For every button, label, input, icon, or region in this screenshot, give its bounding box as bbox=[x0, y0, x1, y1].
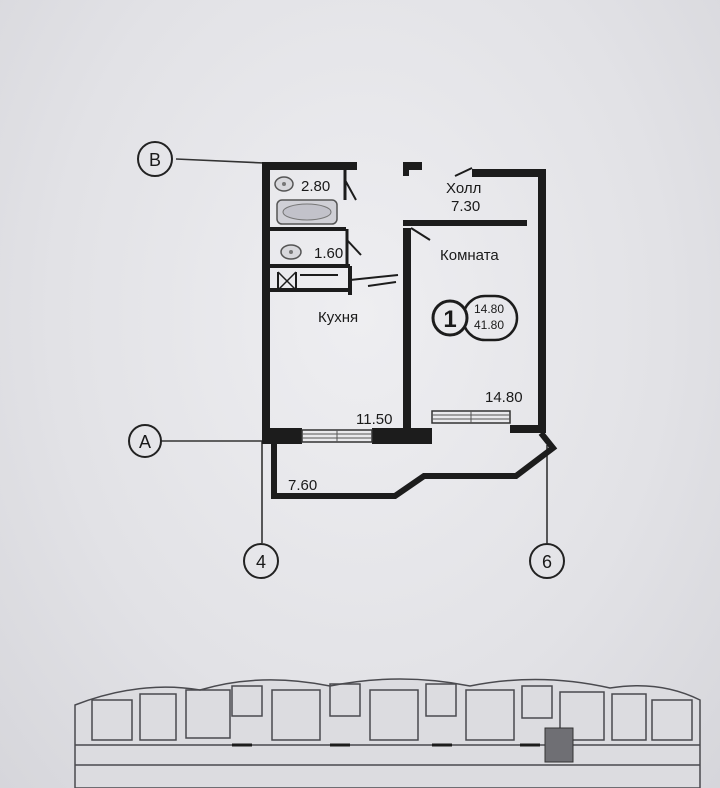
balcony-area-label: 7.60 bbox=[288, 477, 317, 494]
wc-door bbox=[346, 239, 362, 256]
hall-area-label: 7.30 bbox=[451, 198, 480, 215]
hall-name-label: Холл bbox=[446, 180, 481, 197]
balcony-outline bbox=[271, 431, 558, 499]
wall-left bbox=[262, 162, 270, 444]
badge-living-area: 14.80 bbox=[474, 302, 504, 316]
door-swings bbox=[344, 167, 473, 287]
wall-top-stub bbox=[404, 162, 422, 170]
axis-marker-6: 6 bbox=[529, 543, 565, 579]
kitchen-name-label: Кухня bbox=[318, 309, 358, 326]
wall-right bbox=[538, 169, 546, 431]
wall-top-left bbox=[262, 162, 357, 170]
room-area-label: 14.80 bbox=[485, 389, 523, 406]
building-key-plan bbox=[74, 678, 701, 788]
walls bbox=[262, 162, 546, 444]
wall-hall-room bbox=[403, 220, 527, 226]
wet-walls bbox=[270, 169, 352, 295]
axis-label-a: A bbox=[139, 432, 151, 452]
window-kitchen bbox=[301, 429, 373, 443]
entry-door bbox=[454, 167, 473, 177]
wall-top-stub-drop bbox=[403, 162, 409, 176]
badge-total-area: 41.80 bbox=[474, 318, 504, 332]
bathroom-area-label: 2.80 bbox=[301, 178, 330, 195]
wall-top-right bbox=[472, 169, 544, 177]
axis-marker-4: 4 bbox=[243, 543, 279, 579]
bathroom-fixtures bbox=[274, 176, 338, 260]
window-room bbox=[431, 410, 511, 424]
axis-marker-b: B bbox=[137, 141, 173, 177]
wall-bottom-right bbox=[510, 425, 546, 433]
axis-label-6: 6 bbox=[542, 552, 552, 572]
axis-b-line bbox=[175, 158, 265, 164]
axis-marker-a: A bbox=[128, 424, 162, 458]
wc-area-label: 1.60 bbox=[314, 245, 343, 262]
badge-circle bbox=[431, 299, 469, 337]
room-name-label: Комната bbox=[440, 247, 499, 264]
kitchen-area-label: 11.50 bbox=[356, 411, 392, 428]
bathroom-door bbox=[344, 179, 357, 201]
badge-rooms-count: 1 bbox=[443, 306, 456, 333]
highlighted-apartment-marker bbox=[544, 727, 574, 763]
wall-bottom-left bbox=[262, 428, 302, 444]
wall-bottom-mid bbox=[372, 428, 432, 444]
room-door bbox=[410, 227, 431, 241]
wall-partition-room bbox=[403, 228, 411, 431]
axis-label-b: B bbox=[149, 150, 161, 170]
axis-label-4: 4 bbox=[256, 552, 266, 572]
apartment-badge: 1 14.80 41.80 bbox=[431, 294, 519, 342]
kitchen-door-leaf bbox=[367, 281, 397, 287]
kitchen-door bbox=[349, 274, 399, 281]
